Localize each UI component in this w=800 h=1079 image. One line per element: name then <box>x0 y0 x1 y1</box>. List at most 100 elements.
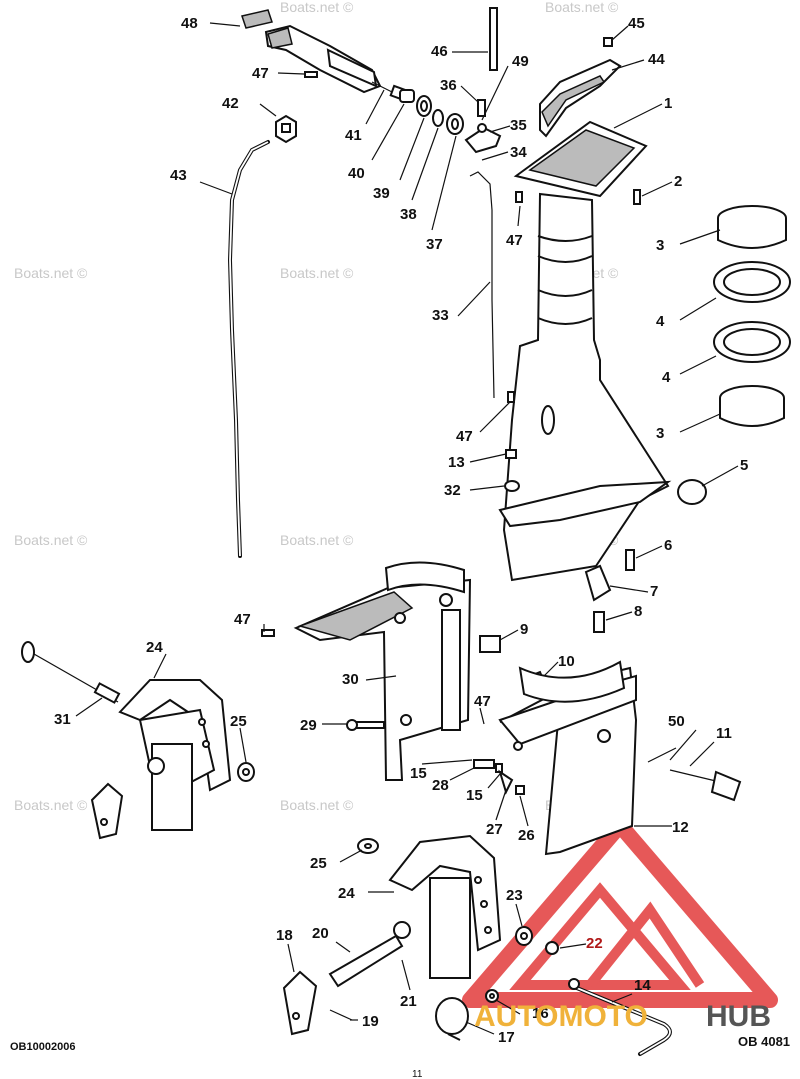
callout-41: 41 <box>345 127 362 144</box>
callout-43: 43 <box>170 167 187 184</box>
callout-8: 8 <box>634 603 642 620</box>
small-parts-13-32 <box>504 391 520 492</box>
shift-rod-33 <box>469 171 495 399</box>
stern-bracket-12 <box>498 660 638 856</box>
callout-17: 17 <box>498 1029 515 1046</box>
clamp-handle-left <box>90 782 124 840</box>
callout-15: 15 <box>410 765 427 782</box>
swivel-bracket-30 <box>293 561 472 781</box>
pin-50 <box>647 747 677 763</box>
callout-47: 47 <box>252 65 269 82</box>
footer-right-code: OB 4081 <box>738 1034 790 1049</box>
callout-4: 4 <box>662 369 671 386</box>
callout-39: 39 <box>373 185 390 202</box>
callout-5: 5 <box>740 457 748 474</box>
washer-37 <box>446 113 464 135</box>
screw-29 <box>346 719 385 731</box>
clamp-screw-31 <box>21 641 121 704</box>
pin-19 <box>329 1009 353 1021</box>
callout-7: 7 <box>650 583 658 600</box>
callout-10: 10 <box>558 653 575 670</box>
callout-38: 38 <box>400 206 417 223</box>
bearing-rings <box>713 205 791 427</box>
screw-36 <box>477 99 486 117</box>
callout-37: 37 <box>426 236 443 253</box>
callout-44: 44 <box>648 51 665 68</box>
callout-29: 29 <box>300 717 317 734</box>
watermark: Boats.net © <box>14 265 88 281</box>
screw-47-top <box>304 71 318 78</box>
callout-16: 16 <box>532 1005 549 1022</box>
footer-left-code: OB10002006 <box>10 1041 75 1053</box>
callout-30: 30 <box>342 671 359 688</box>
callout-35: 35 <box>510 117 527 134</box>
callout-28: 28 <box>432 777 449 794</box>
callout-46: 46 <box>431 43 448 60</box>
clamp-handle-18 <box>282 970 318 1036</box>
watermark: Boats.net © <box>14 797 88 813</box>
watermark: Boats.net © <box>280 532 354 548</box>
callout-32: 32 <box>444 482 461 499</box>
nut-22 <box>545 941 559 955</box>
tiller-handle <box>264 24 409 102</box>
callout-47: 47 <box>506 232 523 249</box>
callout-24: 24 <box>146 639 163 656</box>
driveshaft-housing <box>498 120 672 582</box>
callout-21: 21 <box>400 993 417 1010</box>
leader-lines <box>75 22 739 1035</box>
nut-42 <box>275 114 297 144</box>
callout-13: 13 <box>448 454 465 471</box>
bushing-6-7-8-9 <box>479 549 635 653</box>
clamp-bracket-left <box>118 679 232 831</box>
callout-2: 2 <box>674 173 682 190</box>
plug-5 <box>677 479 707 505</box>
washer-39 <box>416 95 432 117</box>
callout-15: 15 <box>466 787 483 804</box>
callout-47: 47 <box>234 611 251 628</box>
watermark: Boats.net © <box>280 797 354 813</box>
rod-46 <box>489 7 498 71</box>
pin-15-28 <box>473 759 525 795</box>
pad-17 <box>435 997 469 1041</box>
callout-48: 48 <box>181 15 198 32</box>
washer-38 <box>432 109 444 127</box>
callout-22: 22 <box>586 935 603 952</box>
washer-25-lower <box>357 838 379 854</box>
callout-11: 11 <box>716 725 732 742</box>
callout-4: 4 <box>656 313 665 330</box>
callout-34: 34 <box>510 144 527 161</box>
callout-1: 1 <box>664 95 672 112</box>
callout-20: 20 <box>312 925 329 942</box>
callout-6: 6 <box>664 537 672 554</box>
washer-25-left <box>237 762 255 782</box>
callout-45: 45 <box>628 15 645 32</box>
callout-14: 14 <box>634 977 651 994</box>
callout-47: 47 <box>474 693 491 710</box>
callout-3: 3 <box>656 425 664 442</box>
callout-33: 33 <box>432 307 449 324</box>
callout-49: 49 <box>512 53 529 70</box>
callout-50: 50 <box>668 713 685 730</box>
callout-18: 18 <box>276 927 293 944</box>
callout-36: 36 <box>440 77 457 94</box>
callout-47: 47 <box>456 428 473 445</box>
brand-text: AUTOMOTO HUB <box>474 1000 771 1033</box>
screw-47-mid <box>261 629 275 637</box>
callout-3: 3 <box>656 237 664 254</box>
watermark: Boats.net © <box>280 265 354 281</box>
screw-47-upper <box>515 191 523 203</box>
page-number: 11 <box>412 1069 423 1079</box>
decal <box>241 9 273 29</box>
tilt-lever-14 <box>568 978 672 1056</box>
screw-45 <box>603 37 613 47</box>
brand-logo <box>462 817 778 1008</box>
callout-25: 25 <box>310 855 327 872</box>
clamp-bracket-lower <box>388 834 502 979</box>
watermark: Boats.net © <box>14 532 88 548</box>
callout-40: 40 <box>348 165 365 182</box>
brand-part2: HUB <box>706 1000 771 1033</box>
callout-19: 19 <box>362 1013 379 1030</box>
callout-42: 42 <box>222 95 239 112</box>
footer: OB10002006 OB 4081 11 <box>10 1034 790 1079</box>
